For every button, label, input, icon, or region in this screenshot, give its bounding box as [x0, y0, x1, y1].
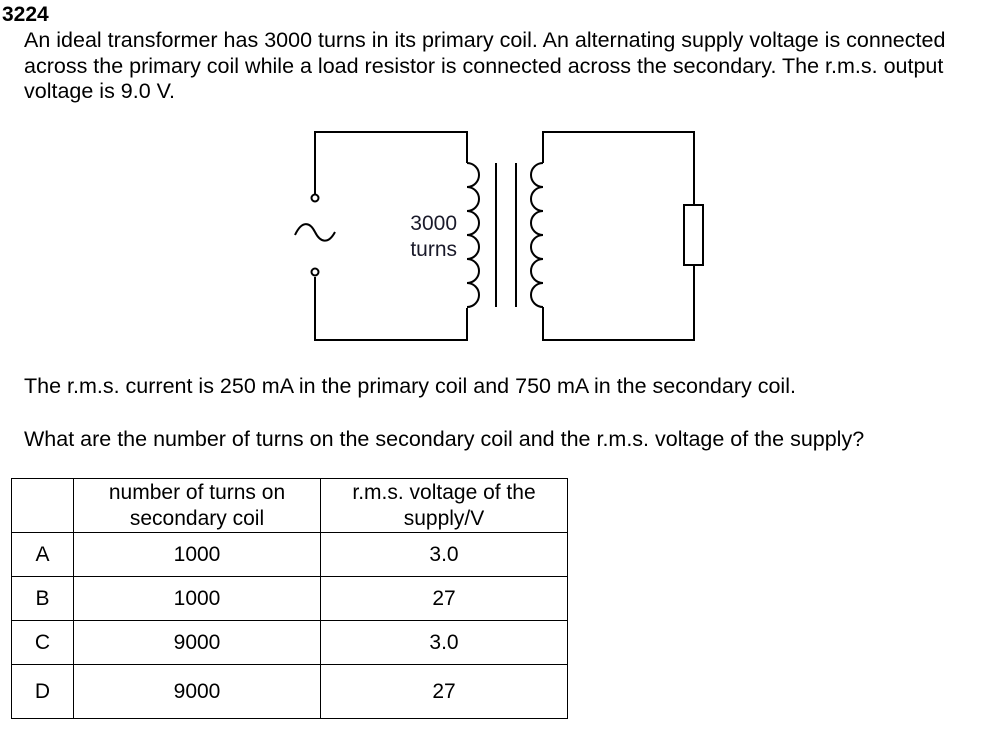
- secondary-coil: [530, 162, 544, 308]
- primary-wire-bottom: [314, 277, 468, 341]
- stem-line: across the primary coil while a load res…: [24, 53, 944, 78]
- header-turns-line: secondary coil: [129, 506, 265, 530]
- terminal-top: [310, 193, 320, 203]
- terminal-bottom: [310, 267, 320, 277]
- stem-line: An ideal transformer has 3000 turns in i…: [24, 28, 946, 52]
- option-turns: 1000: [73, 576, 321, 621]
- option-voltage: 27: [320, 576, 568, 621]
- table-header-row: number of turns on secondary coil r.m.s.…: [11, 478, 568, 533]
- option-row-a[interactable]: A 1000 3.0: [11, 532, 568, 577]
- answer-options-table: number of turns on secondary coil r.m.s.…: [11, 478, 568, 719]
- option-letter[interactable]: D: [11, 664, 74, 719]
- option-turns: 9000: [73, 620, 321, 665]
- transformer-circuit-diagram: 3000 turns: [294, 131, 704, 341]
- option-voltage: 3.0: [320, 620, 568, 665]
- primary-coil: [466, 162, 480, 308]
- question-number: 3224: [2, 3, 49, 26]
- header-voltage-line: supply/V: [403, 506, 485, 530]
- option-row-d[interactable]: D 9000 27: [11, 664, 568, 719]
- stem-line: voltage is 9.0 V.: [24, 79, 176, 103]
- option-letter[interactable]: C: [11, 620, 74, 665]
- ac-supply-icon: [294, 223, 336, 242]
- option-turns: 9000: [73, 664, 321, 719]
- primary-turns-label-number: 3000: [410, 212, 457, 235]
- header-voltage: r.m.s. voltage of the supply/V: [320, 478, 568, 533]
- primary-wire-top: [314, 131, 468, 195]
- header-turns: number of turns on secondary coil: [73, 478, 321, 533]
- header-voltage-line: r.m.s. voltage of the: [352, 480, 536, 504]
- question-prompt: What are the number of turns on the seco…: [24, 427, 865, 451]
- option-letter[interactable]: A: [11, 532, 74, 577]
- current-info: The r.m.s. current is 250 mA in the prim…: [24, 374, 796, 398]
- option-row-b[interactable]: B 1000 27: [11, 576, 568, 621]
- option-row-c[interactable]: C 9000 3.0: [11, 620, 568, 665]
- option-letter[interactable]: B: [11, 576, 74, 621]
- load-resistor: [683, 204, 704, 266]
- option-voltage: 27: [320, 664, 568, 719]
- secondary-wire-top: [542, 131, 695, 205]
- secondary-wire-bottom: [542, 265, 695, 341]
- option-voltage: 3.0: [320, 532, 568, 577]
- option-turns: 1000: [73, 532, 321, 577]
- question-stem: An ideal transformer has 3000 turns in i…: [24, 28, 999, 105]
- primary-turns-label-unit: turns: [410, 238, 457, 261]
- header-empty: [11, 478, 74, 533]
- header-turns-line: number of turns on: [108, 480, 286, 504]
